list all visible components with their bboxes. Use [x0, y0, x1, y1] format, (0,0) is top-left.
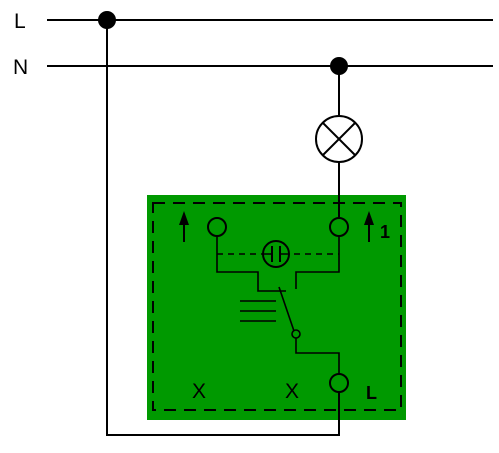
- phase-line-label: L: [14, 10, 26, 33]
- switch-lever: [278, 286, 296, 335]
- arrow-up-right-icon: [364, 211, 374, 242]
- left-contact-wire: [216, 236, 286, 292]
- arrow-up-left-icon: [179, 211, 189, 242]
- terminal-x-right-label: X: [285, 380, 299, 403]
- right-contact-wire: [295, 236, 340, 289]
- phase-feed-wire: [106, 20, 340, 436]
- switch-module: [147, 195, 406, 420]
- module-dashed-outline: [152, 202, 402, 411]
- terminal-l-label: L: [366, 383, 377, 403]
- pivot-to-terminal-wire: [295, 338, 340, 374]
- neutral-line-label: N: [13, 56, 28, 79]
- lamp-icon: [315, 115, 363, 163]
- glow-lamp-icon: [262, 240, 290, 268]
- module-index-label: 1: [380, 222, 390, 242]
- switch-contacts: [240, 300, 276, 322]
- terminal-x-left-label: X: [192, 380, 206, 403]
- switch-pivot: [291, 329, 301, 339]
